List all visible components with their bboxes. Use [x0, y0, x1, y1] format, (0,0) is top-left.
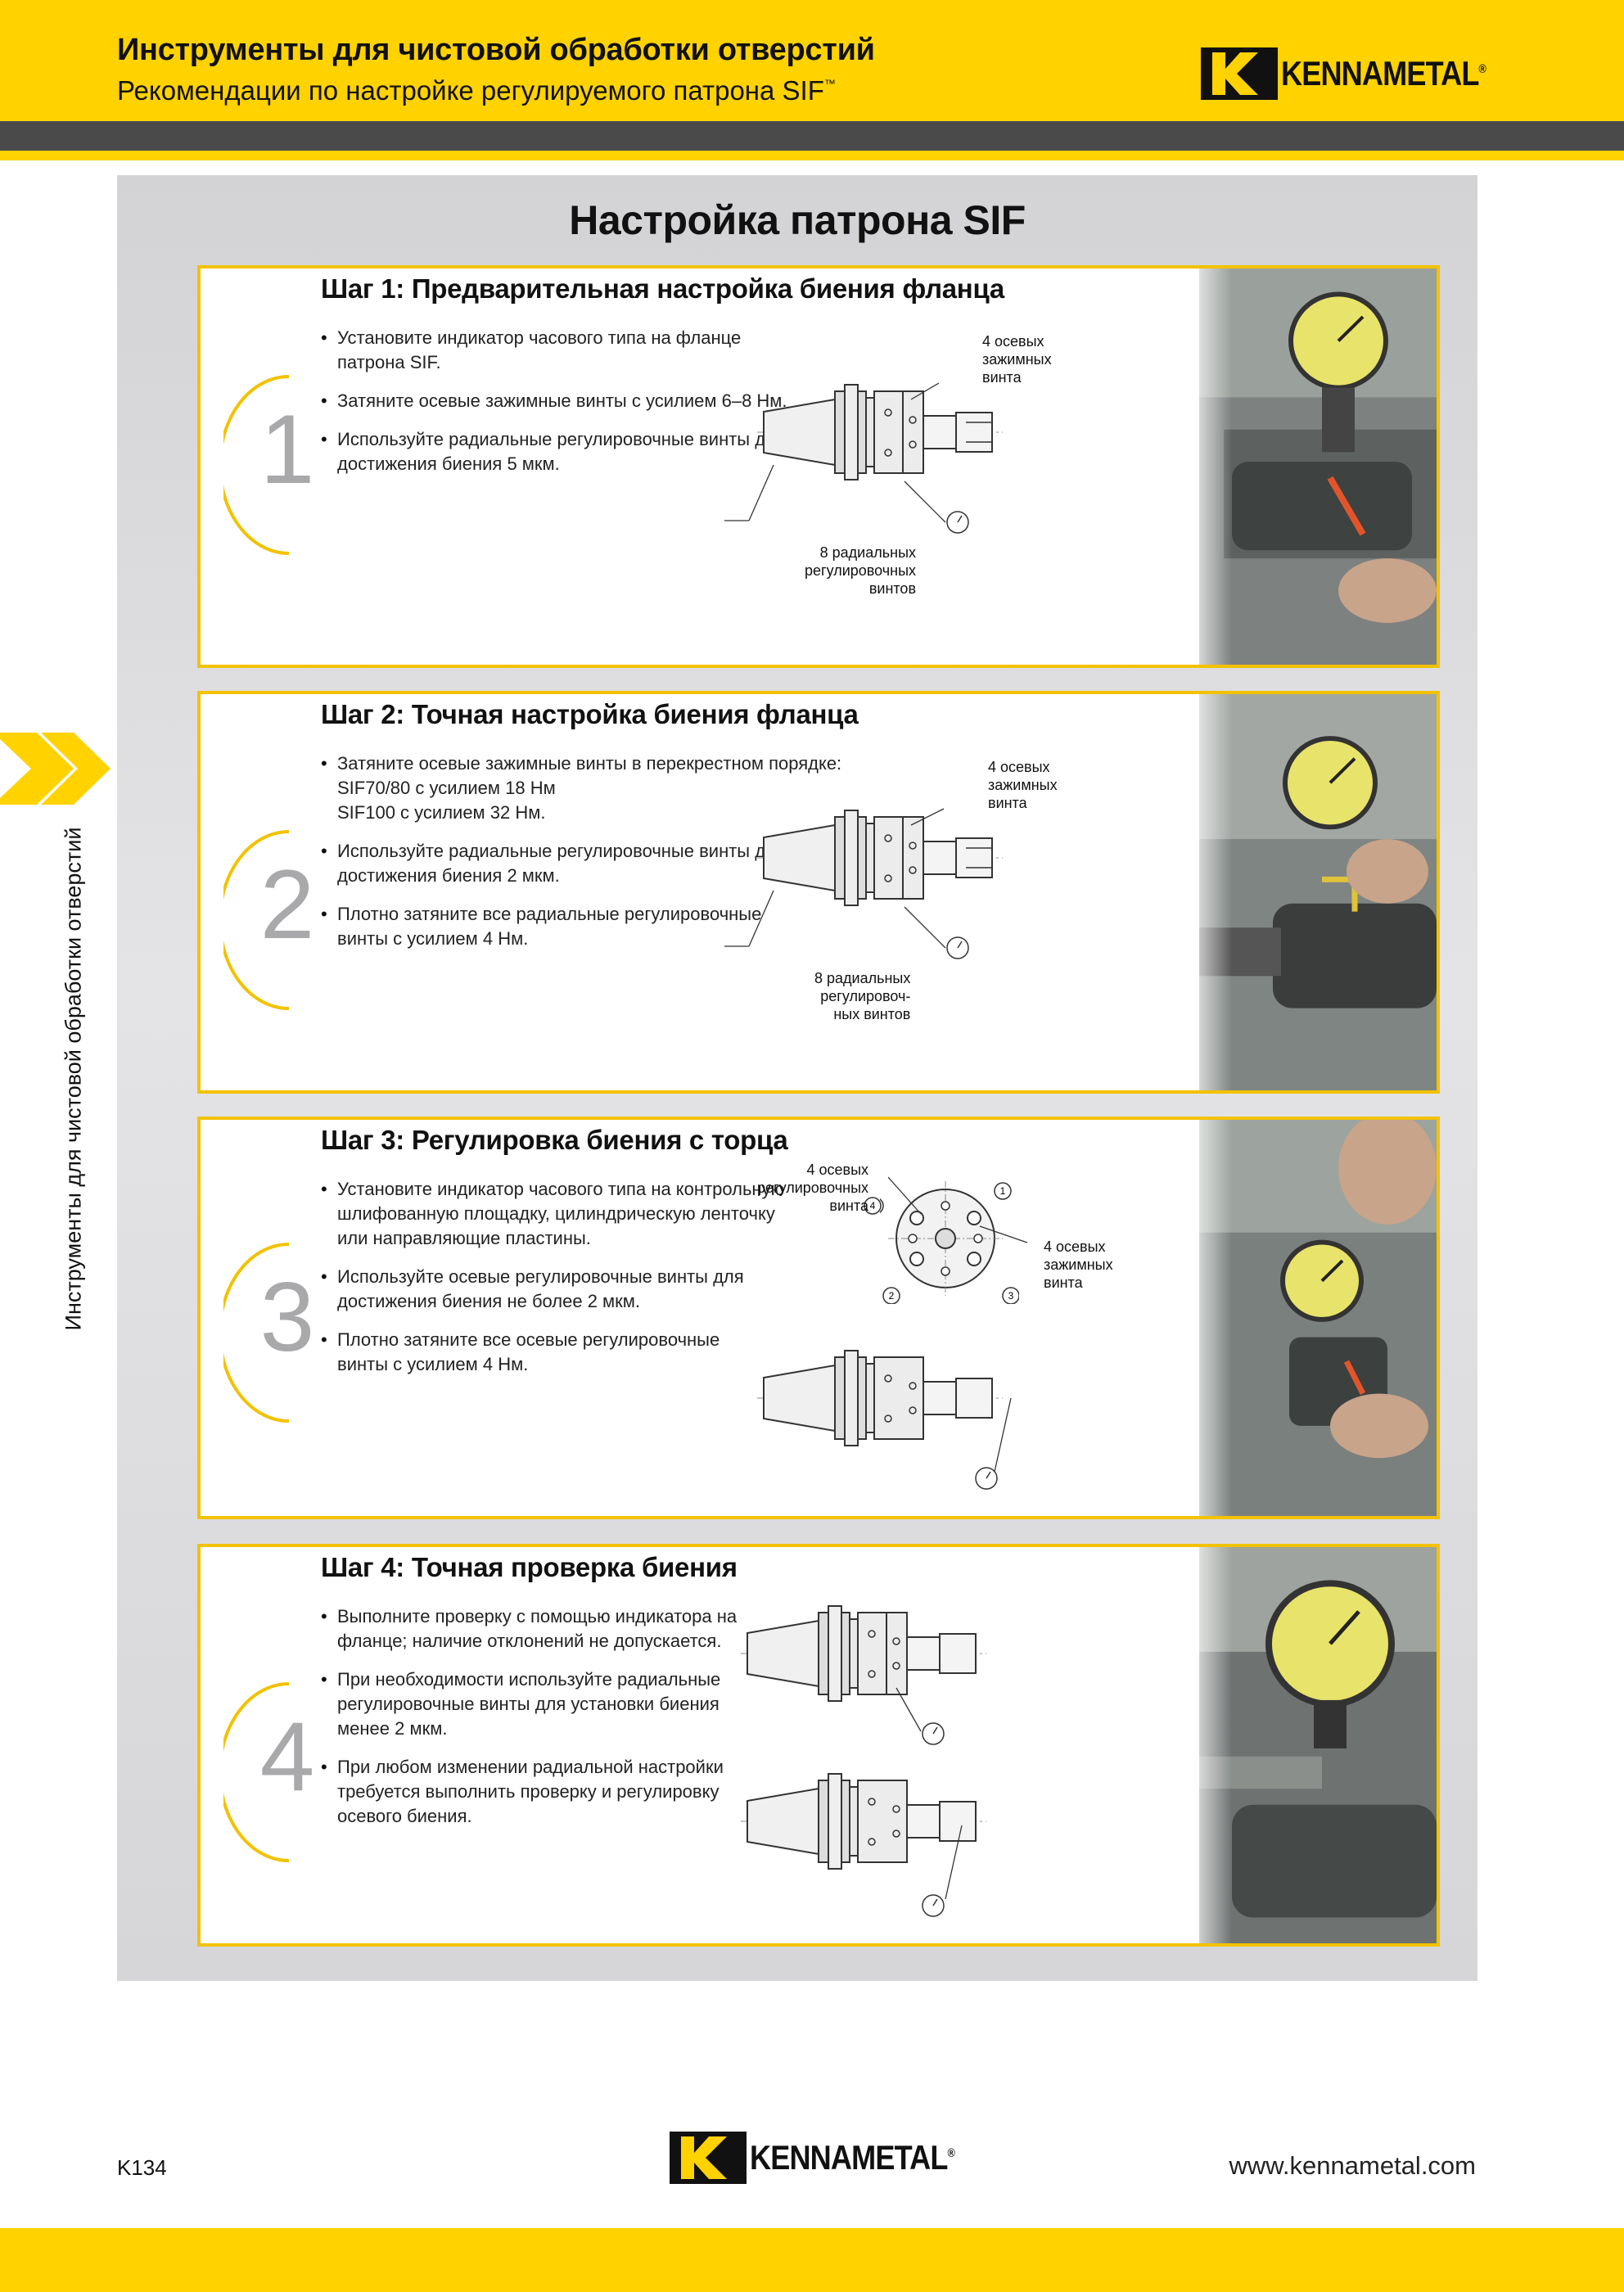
- step-number-wrap: 4: [223, 1682, 330, 1862]
- step-number-wrap: 1: [223, 375, 330, 555]
- step-number-wrap: 2: [223, 830, 330, 1010]
- instruction-item: Плотно затяните все радиальные регулиров…: [321, 902, 845, 951]
- photo-fade: [1183, 1120, 1232, 1516]
- step-instructions: Выполните проверку с помощью индикатора …: [321, 1604, 845, 1843]
- chuck-side-drawing-radial-check: [741, 1605, 986, 1702]
- website-link[interactable]: www.kennametal.com: [1229, 2151, 1476, 2180]
- step-number: 2: [259, 850, 315, 959]
- trademark-mark: ™: [823, 77, 836, 90]
- marker-4-label: 4: [870, 1200, 876, 1211]
- step-instructions: Затяните осевые зажимные винты в перекре…: [321, 751, 845, 965]
- indicator-callout: [922, 1825, 963, 1917]
- indicator-callout: [975, 1397, 1012, 1490]
- footer-yellow-band: [0, 2228, 1624, 2292]
- setup-photo-flange-indicator: [1199, 268, 1437, 665]
- step-instructions: Установите индикатор часового типа на фл…: [321, 326, 845, 490]
- step-title: Шаг 1: Предварительная настройка биения …: [321, 273, 1004, 304]
- step-number: 4: [259, 1702, 315, 1811]
- photo-fade: [1183, 268, 1232, 665]
- step-number-wrap: 3: [223, 1243, 330, 1423]
- photo-fade: [1183, 1547, 1232, 1943]
- instruction-item: Используйте радиальные регулировочные ви…: [321, 427, 845, 476]
- logo-wordmark: KENNAMETAL®: [750, 2138, 955, 2177]
- marker-2: [882, 1287, 900, 1304]
- setup-photo-hex-key: [1199, 694, 1437, 1090]
- chuck-side-drawing: [757, 384, 1003, 481]
- callout-line-bottom: [724, 464, 774, 521]
- step-title: Шаг 3: Регулировка биения с торца: [321, 1125, 788, 1155]
- photo-fade: [1183, 694, 1232, 1090]
- setup-panel: Настройка патрона SIF 1 Шаг 1: Предварит…: [117, 175, 1477, 1981]
- instruction-item: Установите индикатор часового типа на ко…: [321, 1177, 845, 1251]
- logo-wordmark: KENNAMETAL®: [1281, 54, 1486, 92]
- step-title: Шаг 2: Точная настройка биения фланца: [321, 699, 859, 729]
- step-title: Шаг 4: Точная проверка биения: [321, 1552, 738, 1582]
- header-dark-band: [0, 121, 1624, 151]
- marker-4: [880, 1198, 884, 1213]
- marker-4-badge: 4: [864, 1197, 882, 1215]
- header-subtitle: Рекомендации по настройке регулируемого …: [117, 75, 836, 106]
- marker-1: [994, 1182, 1012, 1200]
- callout-lines: [904, 808, 969, 959]
- indicator-callout: [895, 1687, 945, 1745]
- step-number: 3: [259, 1262, 315, 1372]
- instruction-item: При любом изменении радиальной настройки…: [321, 1755, 845, 1829]
- instruction-item: При необходимости используйте радиальные…: [321, 1667, 845, 1741]
- instruction-item: Затяните осевые зажимные винты в перекре…: [321, 751, 845, 825]
- instruction-item: Выполните проверку с помощью индикатора …: [321, 1604, 845, 1654]
- marker-1-label: 1: [1000, 1185, 1006, 1197]
- marker-3-label: 3: [1008, 1290, 1014, 1302]
- chuck-side-drawing: [757, 1350, 1003, 1446]
- page-header: Инструменты для чистовой обработки отвер…: [0, 0, 1624, 121]
- marker-2-label: 2: [889, 1290, 895, 1302]
- step-number-badge: [223, 375, 290, 555]
- kennametal-k-icon: [670, 2132, 747, 2184]
- header-title: Инструменты для чистовой обработки отвер…: [117, 33, 875, 67]
- chevron-right-icon: [0, 733, 111, 805]
- step-card-2: 2 Шаг 2: Точная настройка биения фланца …: [197, 691, 1440, 1094]
- kennametal-k-icon: [1201, 47, 1278, 100]
- panel-title: Настройка патрона SIF: [569, 197, 1026, 243]
- screw-order-markers: 1 2 3: [880, 1182, 1019, 1304]
- chuck-side-drawing: [757, 810, 1003, 906]
- chuck-side-drawing-face-check: [741, 1773, 986, 1870]
- step-number-badge: [223, 1682, 290, 1862]
- step-card-4: 4 Шаг 4: Точная проверка биения Выполнит…: [197, 1544, 1440, 1947]
- step-number: 1: [259, 395, 315, 504]
- callout-lines: [904, 382, 969, 534]
- instruction-item: Используйте осевые регулировочные винты …: [321, 1265, 845, 1314]
- step-card-1: 1 Шаг 1: Предварительная настройка биени…: [197, 265, 1440, 668]
- marker-3: [1002, 1287, 1019, 1304]
- step-number-badge: [223, 830, 290, 1010]
- instruction-item: Затяните осевые зажимные винты с усилием…: [321, 389, 845, 413]
- instruction-item: Установите индикатор часового типа на фл…: [321, 326, 845, 375]
- step-card-3: 3 Шаг 3: Регулировка биения с торца Уста…: [197, 1117, 1440, 1519]
- header-yellow-stripe: [0, 151, 1624, 160]
- setup-photo-final-check: [1199, 1547, 1437, 1943]
- instruction-item: Используйте радиальные регулировочные ви…: [321, 839, 845, 888]
- side-section-label: Инструменты для чистовой обработки отвер…: [61, 827, 86, 1331]
- instruction-item: Плотно затяните все осевые регулировочны…: [321, 1328, 845, 1377]
- callout-lines: [888, 1176, 1028, 1243]
- footer-kennametal-logo[interactable]: KENNAMETAL®: [670, 2132, 988, 2184]
- page-number: K134: [117, 2155, 167, 2180]
- setup-photo-face-indicator: [1199, 1120, 1437, 1516]
- step-instructions: Установите индикатор часового типа на ко…: [321, 1177, 845, 1391]
- callout-line-bottom: [724, 890, 774, 947]
- step-number-badge: [223, 1243, 290, 1423]
- kennametal-logo[interactable]: KENNAMETAL®: [1201, 47, 1519, 100]
